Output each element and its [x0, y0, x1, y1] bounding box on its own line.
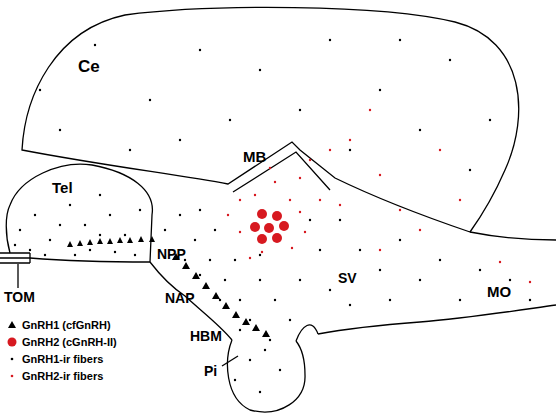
telencephalon-outline: [6, 164, 152, 262]
legend-text: GnRH1-ir fibers: [22, 354, 103, 365]
legend-circle: [8, 338, 17, 347]
gnrh2-cell: [250, 222, 260, 232]
region-label: SV: [338, 271, 357, 285]
gnrh2-cell: [279, 221, 289, 231]
gnrh2-cell: [264, 223, 274, 233]
legend-text: GnRH1 (cfGnRH): [22, 320, 111, 331]
leader-line: [222, 356, 238, 366]
region-label: TOM: [4, 290, 35, 304]
olfactory-tract: [0, 253, 30, 263]
region-label: HBM: [190, 329, 222, 343]
gnrh2-cells: [250, 209, 289, 244]
region-label: Tel: [52, 180, 73, 195]
legend-triangle: [8, 321, 16, 328]
gnrh2-cell: [257, 234, 267, 244]
region-label: Ce: [78, 58, 100, 75]
legend-dot: [11, 358, 14, 361]
leader-line: [17, 264, 18, 288]
legend-text: GnRH2 (cGnRH-II): [22, 337, 117, 348]
gnrh2-cell: [272, 211, 282, 221]
region-label: MO: [487, 284, 511, 299]
cerebellum-outline: [22, 7, 519, 232]
medulla-outline: [318, 232, 556, 334]
gnrh2-cell: [272, 233, 282, 243]
brain-outline: [0, 7, 556, 411]
gnrh2-fibers: [228, 110, 530, 282]
pituitary-outline: [228, 340, 305, 412]
legend-samples: [8, 321, 17, 377]
legend-text: GnRH2-ir fibers: [22, 371, 103, 382]
region-label: NPP: [157, 247, 186, 261]
region-label: Pi: [204, 364, 217, 378]
region-label: MB: [243, 149, 266, 164]
region-label: NAP: [165, 291, 195, 305]
saccus-outline: [296, 325, 318, 341]
gnrh2-cell: [257, 209, 267, 219]
legend-dot: [11, 375, 14, 378]
gnrh1-fibers: [15, 40, 530, 392]
